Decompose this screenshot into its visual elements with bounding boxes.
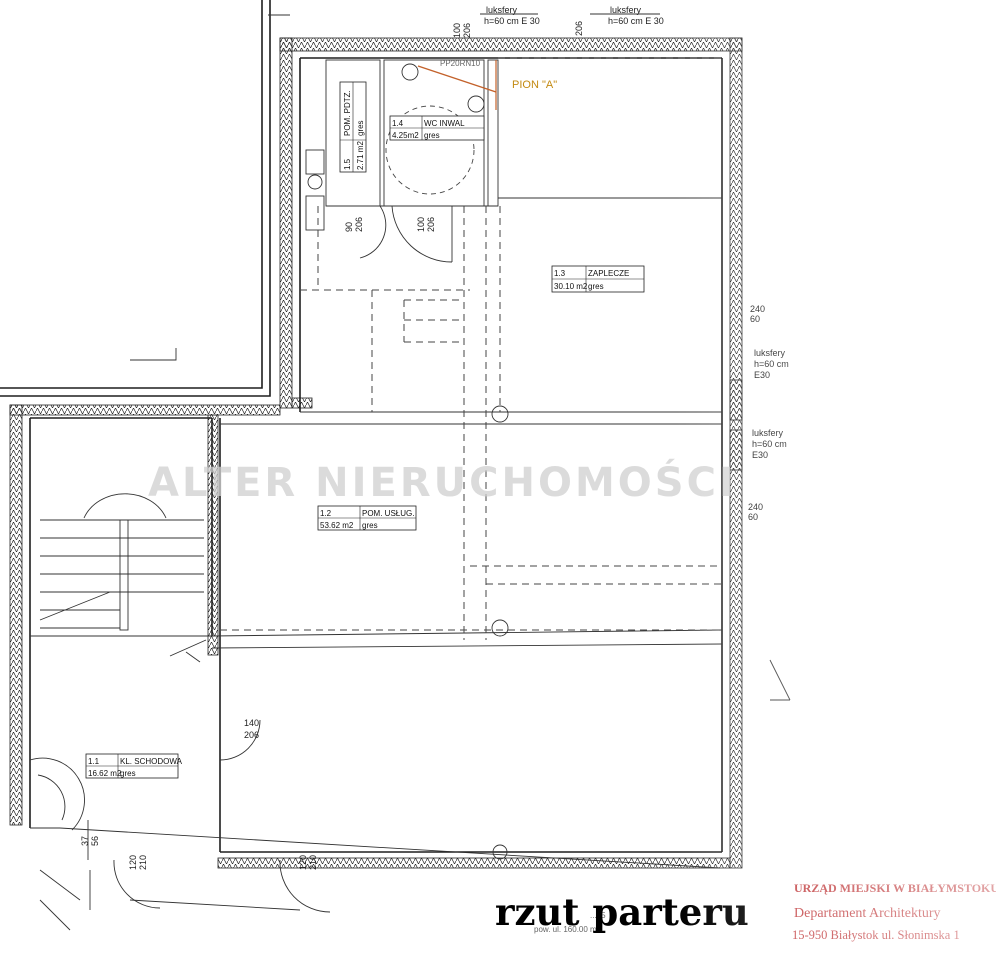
dim-240-a: 240 <box>750 304 765 314</box>
room-1-2-floor: gres <box>362 521 378 530</box>
room-1-5-num: 1.5 <box>343 158 352 170</box>
dim-206-a: 206 <box>354 217 364 232</box>
room-1-5-floor: gres <box>356 120 365 136</box>
room-1-4-floor: gres <box>424 131 440 140</box>
room-1-2-name: POM. USŁUG. <box>362 509 414 518</box>
luksfery-label-1: luksfery <box>486 5 518 15</box>
room-1-1-name: KL. SCHODOWA <box>120 757 183 766</box>
room-1-3-name: ZAPLECZE <box>588 269 629 278</box>
dim-56: 56 <box>90 836 100 846</box>
room-label-1-2: 1.2 POM. USŁUG. 53.62 m2 gres <box>317 505 417 531</box>
luksfery-label-3: luksfery <box>754 348 786 358</box>
dim-100-b: 100 <box>416 217 426 232</box>
dim-90: 90 <box>344 222 354 232</box>
luksfery-cm-3: h=60 cm <box>754 359 789 369</box>
pp-label: PP20RN10 <box>440 59 481 68</box>
luksfery-spec-1: h=60 cm E 30 <box>484 16 540 26</box>
room-1-3-floor: gres <box>588 282 604 291</box>
stamp-line-1: URZĄD MIEJSKI W BIAŁYMSTOKU <box>794 881 996 895</box>
wc-walls <box>305 59 722 231</box>
room-1-4-name: WC INWAL <box>424 119 465 128</box>
stamp-line-2: Departament Architektury <box>794 906 941 921</box>
left-building-walls <box>0 0 290 397</box>
pion-label: PION "A" <box>512 79 557 91</box>
dim-206-b: 206 <box>426 217 436 232</box>
pow-b: pow. ul. 160.00 m <box>534 925 597 934</box>
e30-3: E30 <box>754 370 770 380</box>
room-label-1-1: 1.1 KL. SCHODOWA 16.62 m2 gres <box>85 753 183 779</box>
room-1-5-area: 2.71 m2 <box>356 141 365 170</box>
perimeter-walls <box>9 37 743 869</box>
room-1-1-num: 1.1 <box>88 757 100 766</box>
columns <box>491 405 509 860</box>
room-1-4-area: 4.25m2 <box>392 131 419 140</box>
pow-a: ...55 <box>590 911 606 920</box>
luksfery-spec-2: h=60 cm E 30 <box>608 16 664 26</box>
bottom-notes: ...55 pow. ul. 160.00 m <box>534 911 606 934</box>
dim-210-a: 210 <box>138 855 148 870</box>
stamp-line-3: 15-950 Białystok ul. Słonimska 1 <box>792 928 960 942</box>
dim-206-top: 206 <box>462 23 472 38</box>
room-1-1-area: 16.62 m2 <box>88 769 122 778</box>
luksfery-label-4: luksfery <box>752 428 784 438</box>
luksfery-cm-4: h=60 cm <box>752 439 787 449</box>
room-1-3-area: 30.10 m2 <box>554 282 588 291</box>
doors <box>29 205 791 931</box>
room-label-1-3: 1.3 ZAPLECZE 30.10 m2 gres <box>551 265 645 293</box>
right-annotations: 240 60 luksfery h=60 cm E30 luksfery h=6… <box>748 304 789 522</box>
room-label-1-4: 1.4 WC INWAL 4.25m2 gres <box>389 115 485 141</box>
room-1-2-num: 1.2 <box>320 509 332 518</box>
dim-60-a: 60 <box>750 314 760 324</box>
luksfery-label-2: luksfery <box>610 5 642 15</box>
room-1-5-name: POM. PDTZ. <box>343 90 352 136</box>
plan-title: rzut parteru <box>495 890 749 934</box>
dim-206-top-2: 206 <box>574 21 584 36</box>
dim-60-b: 60 <box>748 512 758 522</box>
room-1-1-floor: gres <box>120 769 136 778</box>
room-label-1-5: 1.5 POM. PDTZ. 2.71 m2 gres <box>339 81 367 173</box>
dim-120-b: 120 <box>298 855 308 870</box>
staircase <box>39 493 207 663</box>
dim-240-b: 240 <box>748 502 763 512</box>
dim-140: 140 <box>244 718 259 728</box>
e30-4: E30 <box>752 450 768 460</box>
top-annotations: luksfery h=60 cm E 30 luksfery h=60 cm E… <box>417 5 664 110</box>
door-dimensions: 90 206 100 206 140 206 120 210 120 210 3… <box>80 217 436 870</box>
room-1-3-num: 1.3 <box>554 269 566 278</box>
dim-37: 37 <box>80 836 90 846</box>
watermark: ALTER NIERUCHOMOŚCI <box>148 458 737 506</box>
dim-206-c: 206 <box>244 730 259 740</box>
dim-100-top: 100 <box>452 23 462 38</box>
room-1-2-area: 53.62 m2 <box>320 521 354 530</box>
dim-120-a: 120 <box>128 855 138 870</box>
room-1-4-num: 1.4 <box>392 119 404 128</box>
dashed-lines <box>220 57 722 640</box>
approval-stamp: URZĄD MIEJSKI W BIAŁYMSTOKU Departament … <box>792 881 996 942</box>
dim-210-b: 210 <box>308 855 318 870</box>
